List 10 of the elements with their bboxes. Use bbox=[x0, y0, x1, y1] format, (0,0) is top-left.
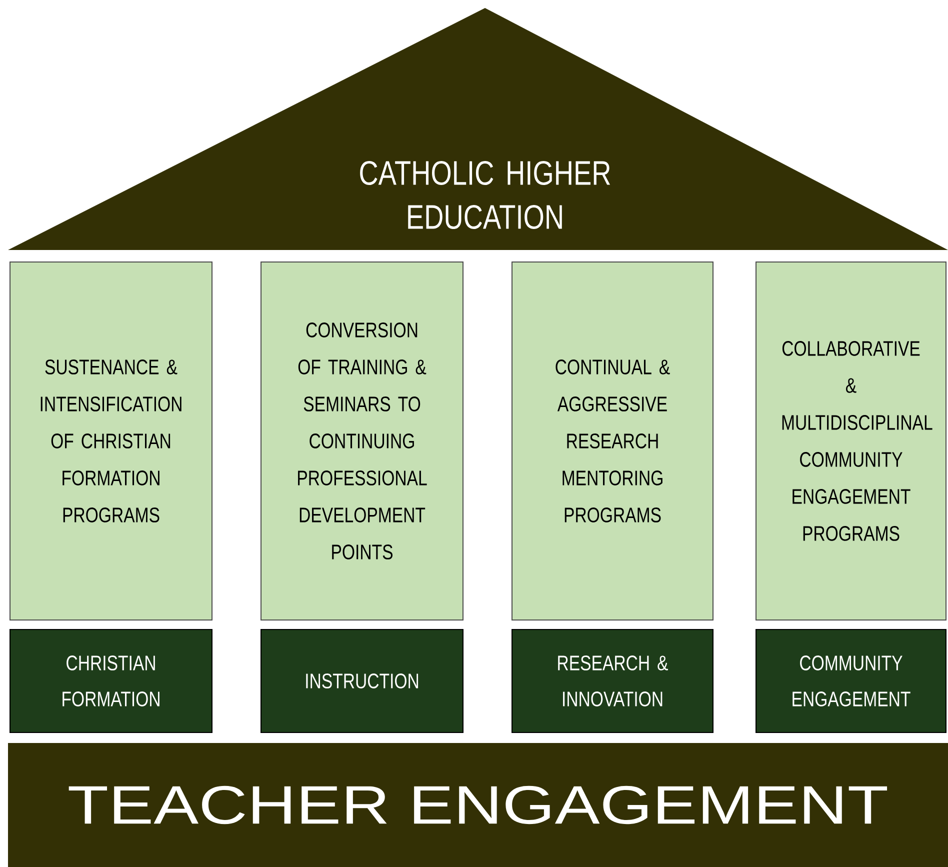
label-box: RESEARCH & INNOVATION bbox=[512, 628, 714, 733]
roof-triangle: CATHOLIC HIGHER EDUCATION bbox=[8, 8, 948, 250]
pillar-box: SUSTENANCE & INTENSIFICATION OF CHRISTIAN FORMATION PROGRAMS bbox=[10, 261, 212, 620]
label-box: CHRISTIAN FORMATION bbox=[10, 628, 212, 733]
pillar-box: COLLABORATIVE & MULTIDISCIPLINAL COMMUNITY ENGAGEMENT PROGRAMS bbox=[756, 261, 946, 620]
pillar-box: CONVERSION OF TRAINING & SEMINARS TO CONTINUING PROFESSIONAL DEVELOPMENT POINTS bbox=[260, 261, 464, 620]
foundation-band: TEACHER ENGAGEMENT bbox=[8, 742, 948, 867]
pillar-box: CONTINUAL & AGGRESSIVE RESEARCH MENTORING PROGRAMS bbox=[512, 261, 714, 620]
label-box: INSTRUCTION bbox=[260, 628, 464, 733]
label-box: COMMUNITY ENGAGEMENT bbox=[756, 628, 946, 733]
